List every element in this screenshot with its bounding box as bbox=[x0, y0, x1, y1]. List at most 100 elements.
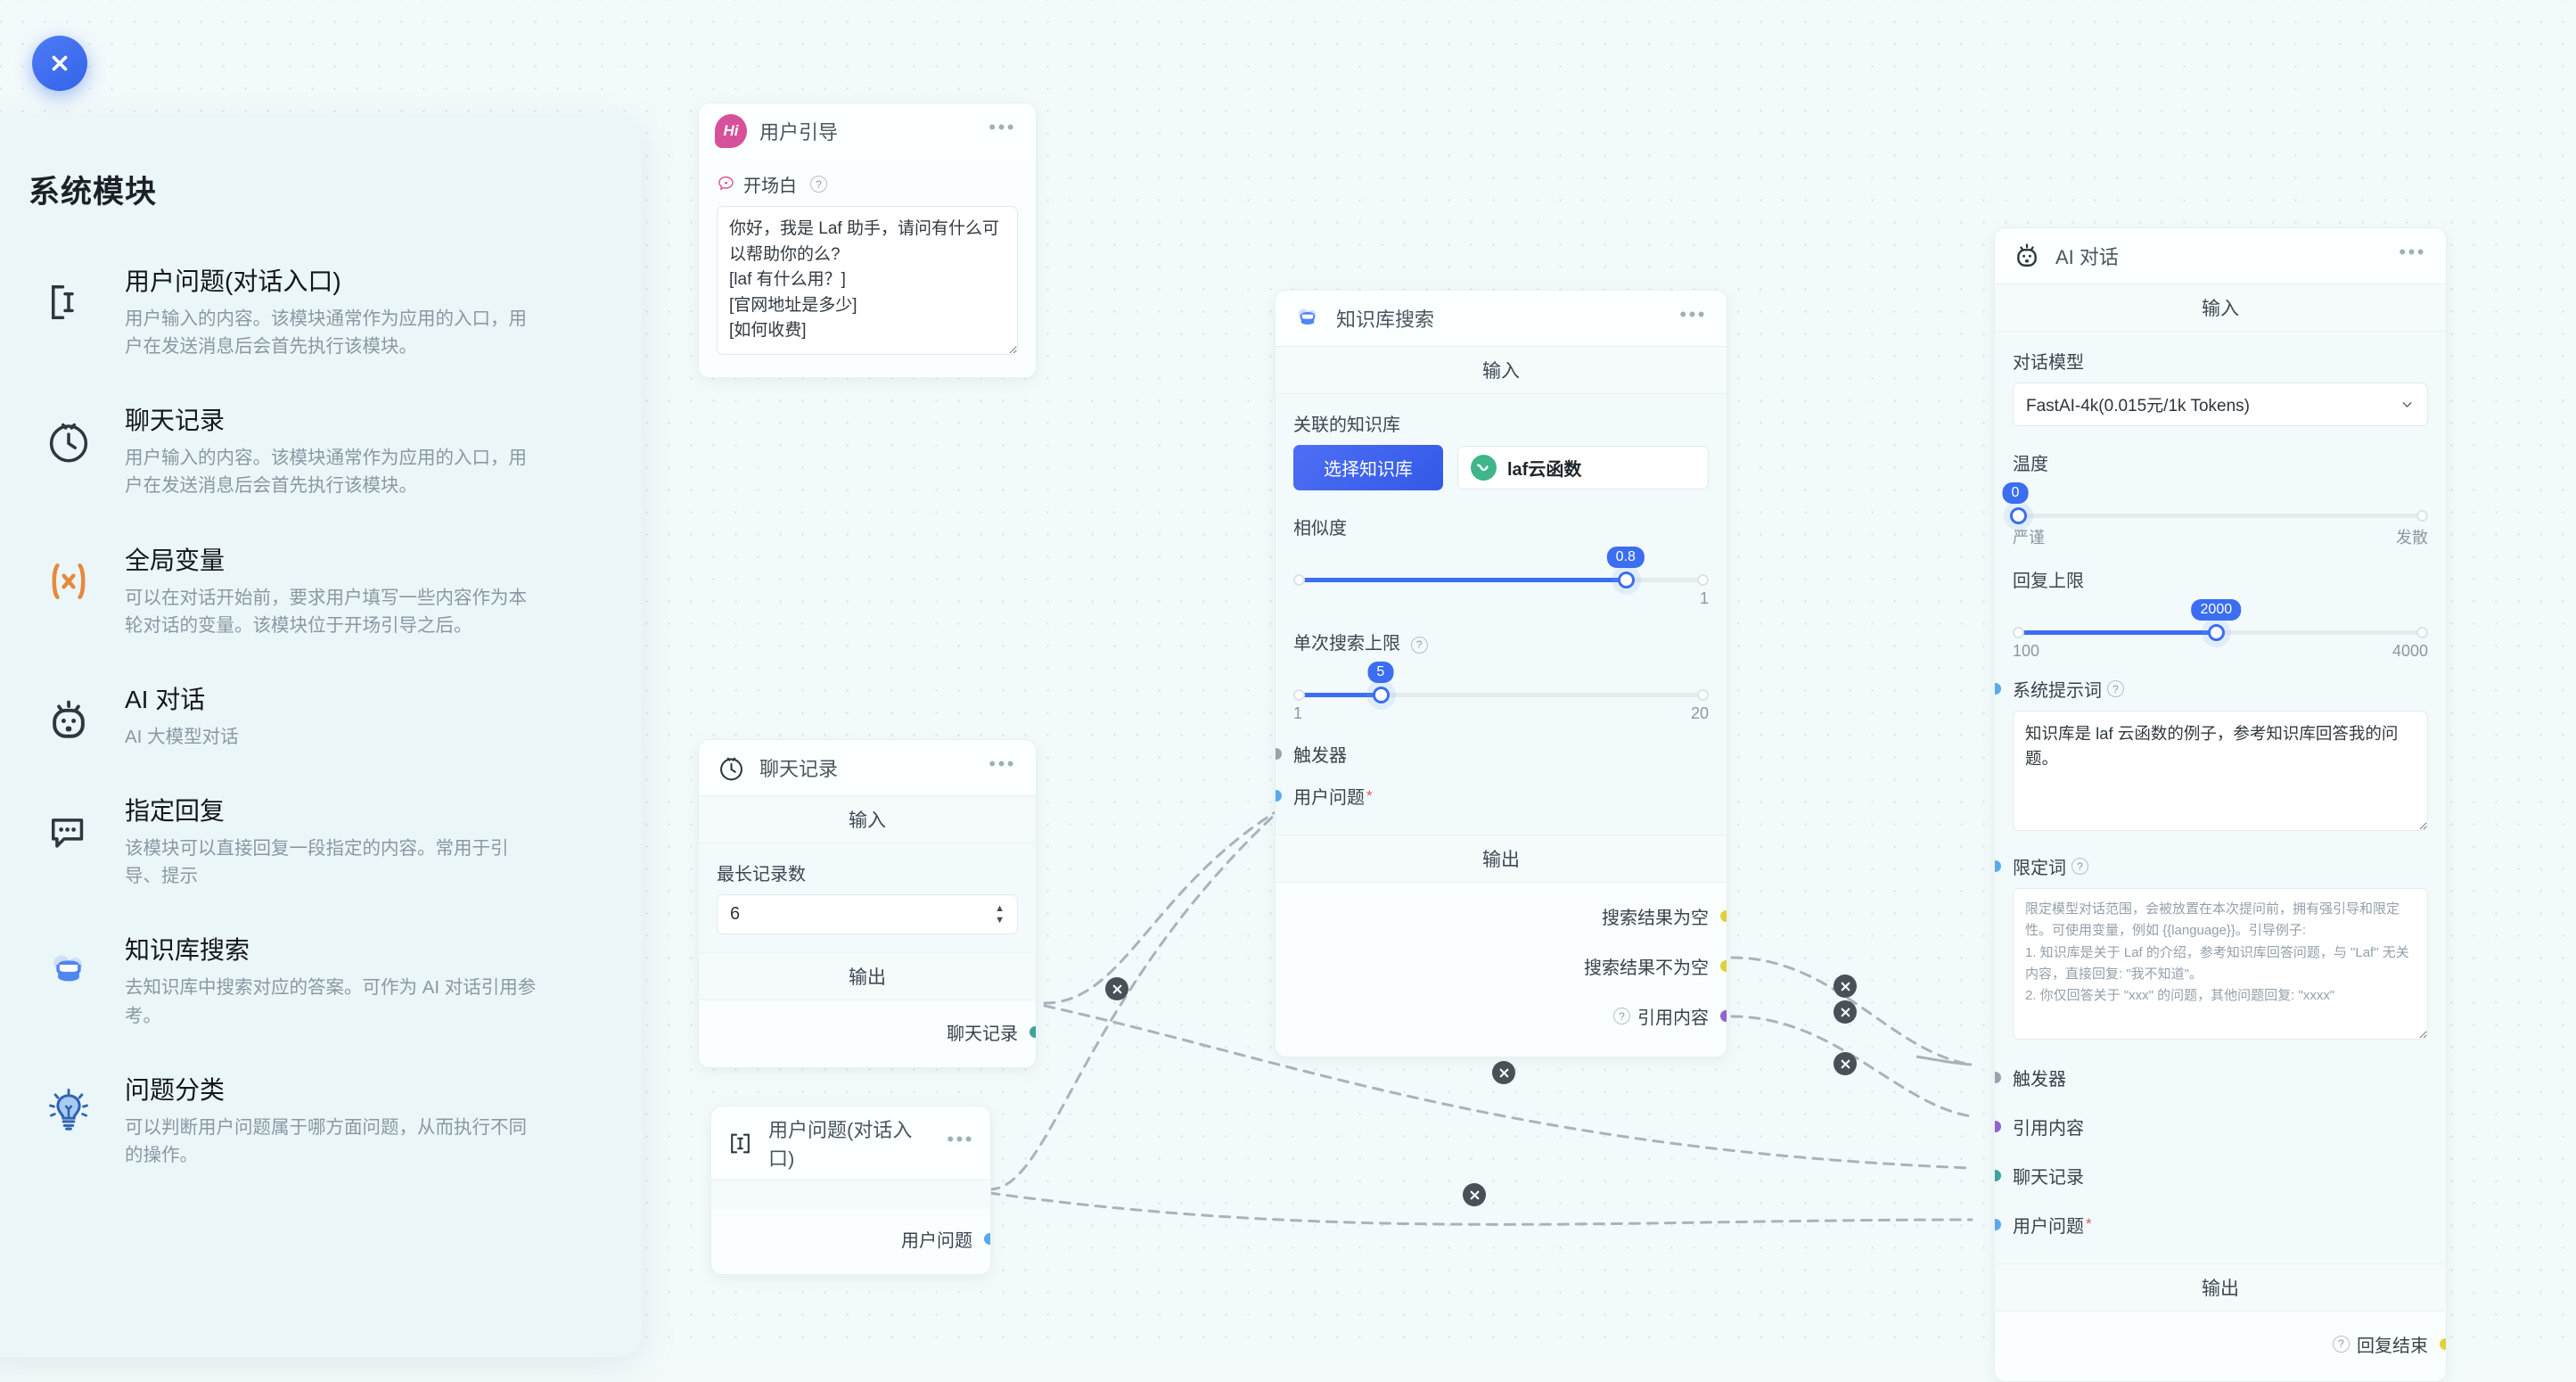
slider-min-cap bbox=[2013, 627, 2024, 638]
node-header[interactable]: AI 对话 ••• bbox=[1995, 228, 2446, 284]
output-port-row[interactable]: 搜索结果不为空 bbox=[1293, 937, 1727, 987]
module-item-kb-search[interactable]: 知识库搜索 去知识库中搜索对应的答案。可作为 AI 对话引用参考。 bbox=[29, 920, 595, 1059]
help-icon[interactable]: ? bbox=[1410, 636, 1428, 654]
edge-delete-button[interactable] bbox=[1834, 975, 1857, 998]
dataset-label: 关联的知识库 bbox=[1293, 415, 1400, 435]
system-prompt-port-row[interactable]: 系统提示词 ? bbox=[1995, 670, 2428, 711]
dataset-chip[interactable]: laf云函数 bbox=[1457, 446, 1709, 489]
edge-delete-button[interactable] bbox=[1463, 1183, 1486, 1206]
node-chat-history[interactable]: 聊天记录 ••• 输入 最长记录数 6 ▲ ▼ 输出 聊天记录 bbox=[698, 739, 1037, 1068]
input-port-row[interactable]: 触发器 bbox=[1276, 733, 1709, 775]
output-port-dot[interactable] bbox=[1030, 1026, 1036, 1038]
output-port-row[interactable]: 聊天记录 bbox=[717, 1011, 1036, 1053]
input-port-row[interactable]: 引用内容 bbox=[1995, 1098, 2428, 1148]
close-icon bbox=[1841, 1008, 1850, 1016]
output-port-row[interactable]: 用户问题 bbox=[729, 1218, 990, 1260]
input-port-dot[interactable] bbox=[1995, 1169, 2001, 1181]
qualifier-port-row[interactable]: 限定词 ? bbox=[1995, 848, 2428, 888]
stepper-down-icon[interactable]: ▼ bbox=[995, 914, 1005, 925]
slider-value-bubble: 0.8 bbox=[1606, 547, 1645, 568]
similarity-slider[interactable]: 0.8 1 bbox=[1293, 547, 1709, 607]
stepper-up-icon[interactable]: ▲ bbox=[995, 902, 1005, 914]
edge-delete-button[interactable] bbox=[1834, 1000, 1857, 1024]
hi-badge-icon: Hi bbox=[715, 114, 747, 148]
help-icon[interactable]: ? bbox=[2071, 858, 2088, 875]
slider-thumb[interactable] bbox=[2010, 507, 2027, 524]
edge-delete-button[interactable] bbox=[1105, 977, 1128, 1000]
input-port-row[interactable]: 用户问题* bbox=[1276, 775, 1709, 817]
slider-value-bubble: 0 bbox=[2002, 482, 2029, 504]
slider-max-cap bbox=[1697, 689, 1709, 701]
node-user-guide[interactable]: Hi 用户引导 ••• 开场白 ? bbox=[698, 103, 1037, 378]
node-menu-button[interactable]: ••• bbox=[947, 1128, 974, 1150]
input-port-dot[interactable] bbox=[1995, 1071, 2001, 1083]
output-port-dot[interactable] bbox=[1720, 1010, 1727, 1022]
temperature-slider[interactable]: 0 严谨 发散 bbox=[2002, 482, 2428, 547]
help-icon[interactable]: ? bbox=[2333, 1335, 2350, 1353]
max-records-label: 最长记录数 bbox=[717, 865, 806, 884]
module-name: 知识库搜索 bbox=[125, 936, 250, 965]
max-records-input[interactable]: 6 ▲ ▼ bbox=[717, 894, 1018, 934]
close-panel-button[interactable] bbox=[32, 36, 87, 91]
opening-text-input[interactable] bbox=[717, 206, 1018, 355]
slider-thumb[interactable] bbox=[1372, 687, 1390, 703]
slider-thumb[interactable] bbox=[2208, 624, 2226, 641]
slider-thumb[interactable] bbox=[1617, 572, 1635, 588]
text-cursor-icon bbox=[724, 1127, 756, 1159]
slider-value-bubble: 5 bbox=[1367, 662, 1394, 683]
model-select[interactable]: FastAI-4k(0.015元/1k Tokens) bbox=[2013, 383, 2428, 426]
output-port-dot[interactable] bbox=[1720, 910, 1727, 922]
qualifier-input[interactable] bbox=[2013, 888, 2428, 1040]
output-port-dot[interactable] bbox=[2440, 1337, 2446, 1350]
output-port-row[interactable]: ? 回复结束 bbox=[2013, 1323, 2446, 1365]
select-dataset-button[interactable]: 选择知识库 bbox=[1293, 445, 1443, 490]
node-user-question[interactable]: 用户问题(对话入口) ••• 用户问题 bbox=[710, 1106, 991, 1275]
help-icon[interactable]: ? bbox=[810, 176, 827, 193]
edge-delete-button[interactable] bbox=[1834, 1052, 1857, 1075]
module-item-specified-reply[interactable]: 指定回复 该模块可以直接回复一段指定的内容。常用于引导、提示 bbox=[29, 781, 595, 920]
system-prompt-input[interactable] bbox=[2013, 711, 2428, 831]
node-title: 知识库搜索 bbox=[1336, 308, 1435, 331]
input-port-row[interactable]: 触发器 bbox=[1995, 1057, 2428, 1098]
node-ai-chat[interactable]: AI 对话 ••• 输入 对话模型 FastAI-4k(0.015元/1k To… bbox=[1994, 227, 2447, 1382]
node-header[interactable]: 聊天记录 ••• bbox=[699, 740, 1036, 795]
input-port-dot[interactable] bbox=[1995, 1218, 2001, 1230]
node-header[interactable]: Hi 用户引导 ••• bbox=[699, 103, 1036, 159]
module-item-chat-history[interactable]: 聊天记录 用户输入的内容。该模块通常作为应用的入口，用户在发送消息后会首先执行该… bbox=[29, 391, 595, 530]
module-item-question-classify[interactable]: 问题分类 可以判断用户问题属于哪方面问题，从而执行不同的操作。 bbox=[29, 1060, 595, 1199]
output-port-dot[interactable] bbox=[1720, 960, 1727, 972]
input-port-dot[interactable] bbox=[1276, 748, 1282, 760]
module-item-ai-chat[interactable]: AI 对话 AI 大模型对话 bbox=[29, 670, 595, 781]
help-icon[interactable]: ? bbox=[2107, 680, 2124, 697]
module-desc: 用户输入的内容。该模块通常作为应用的入口，用户在发送消息后会首先执行该模块。 bbox=[125, 448, 527, 497]
module-item-user-question[interactable]: 用户问题(对话入口) 用户输入的内容。该模块通常作为应用的入口，用户在发送消息后… bbox=[29, 251, 595, 391]
output-port-row[interactable]: 搜索结果为空 bbox=[1293, 895, 1727, 937]
stepper[interactable]: ▲ ▼ bbox=[995, 902, 1005, 925]
input-port-dot[interactable] bbox=[1995, 683, 2001, 695]
input-port-dot[interactable] bbox=[1995, 860, 2001, 872]
output-band: 输出 bbox=[1995, 1263, 2446, 1312]
slider-fill bbox=[1293, 578, 1626, 582]
input-port-row[interactable]: 聊天记录 bbox=[1995, 1148, 2428, 1197]
node-menu-button[interactable]: ••• bbox=[989, 753, 1016, 775]
node-kb-search[interactable]: 知识库搜索 ••• 输入 关联的知识库 选择知识库 laf云函数 相似度 0.8… bbox=[1275, 290, 1727, 1057]
max-tokens-slider[interactable]: 2000 100 4000 bbox=[2013, 599, 2428, 660]
input-band: 输入 bbox=[1995, 284, 2446, 332]
node-menu-button[interactable]: ••• bbox=[1679, 303, 1707, 325]
output-port-dot[interactable] bbox=[984, 1233, 990, 1245]
node-menu-button[interactable]: ••• bbox=[2399, 241, 2426, 263]
limit-slider[interactable]: 5 1 20 bbox=[1293, 662, 1709, 722]
output-port-row[interactable]: ? 引用内容 bbox=[1293, 987, 1727, 1037]
help-icon[interactable]: ? bbox=[1613, 1008, 1630, 1024]
input-port-dot[interactable] bbox=[1995, 1120, 2001, 1132]
input-port-row[interactable]: 用户问题* bbox=[1995, 1197, 2428, 1246]
output-port-label: 回复结束 bbox=[2357, 1336, 2428, 1356]
module-item-global-variable[interactable]: 全局变量 可以在对话开始前，要求用户填写一些内容作为本轮对话的变量。该模块位于开… bbox=[29, 531, 595, 670]
node-header[interactable]: 用户问题(对话入口) ••• bbox=[711, 1106, 990, 1180]
node-menu-button[interactable]: ••• bbox=[989, 116, 1016, 138]
input-port-dot[interactable] bbox=[1276, 790, 1282, 802]
slider-max-cap bbox=[2416, 510, 2428, 522]
variable-icon bbox=[39, 552, 98, 611]
edge-delete-button[interactable] bbox=[1492, 1061, 1515, 1084]
node-header[interactable]: 知识库搜索 ••• bbox=[1276, 291, 1727, 346]
